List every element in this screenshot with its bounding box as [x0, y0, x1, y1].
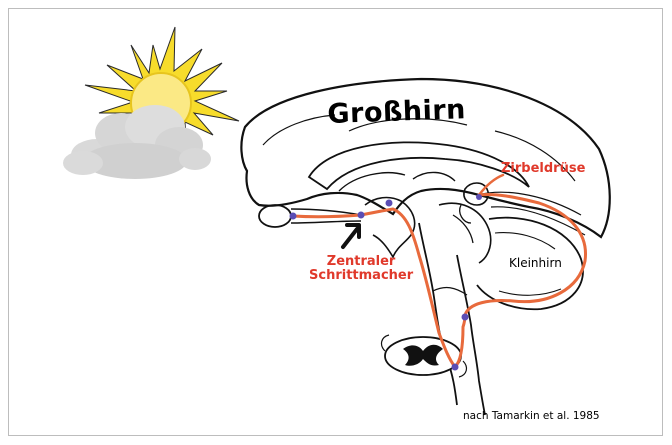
label-grosshirn: Großhirn — [327, 96, 466, 129]
node-thalamus — [386, 200, 393, 207]
spinal-cord-section — [382, 335, 467, 377]
brain-diagram — [9, 9, 663, 436]
label-zentraler-schrittmacher: Zentraler Schrittmacher — [309, 255, 413, 282]
node-pineal — [476, 194, 482, 200]
node-retina — [290, 213, 297, 220]
label-zentraler-line2: Schrittmacher — [309, 269, 413, 283]
label-zirbeldruese: Zirbeldrüse — [501, 162, 585, 176]
node-scn — [358, 212, 365, 219]
node-ganglion — [462, 314, 469, 321]
brainstem-outline — [419, 223, 457, 405]
label-kleinhirn: Kleinhirn — [509, 257, 562, 270]
pathway-retina-to-scn — [293, 215, 361, 217]
node-spinal — [452, 364, 459, 371]
label-zentraler-line1: Zentraler — [309, 255, 413, 269]
source-credit: nach Tamarkin et al. 1985 — [463, 411, 600, 422]
pathway-ganglion-to-pineal — [465, 194, 586, 315]
corpus-callosum — [309, 142, 529, 189]
diagram-frame: Großhirn Zirbeldrüse Zentraler Schrittma… — [8, 8, 663, 436]
arrow-icon — [343, 225, 359, 247]
thalamus-outline — [365, 198, 415, 257]
